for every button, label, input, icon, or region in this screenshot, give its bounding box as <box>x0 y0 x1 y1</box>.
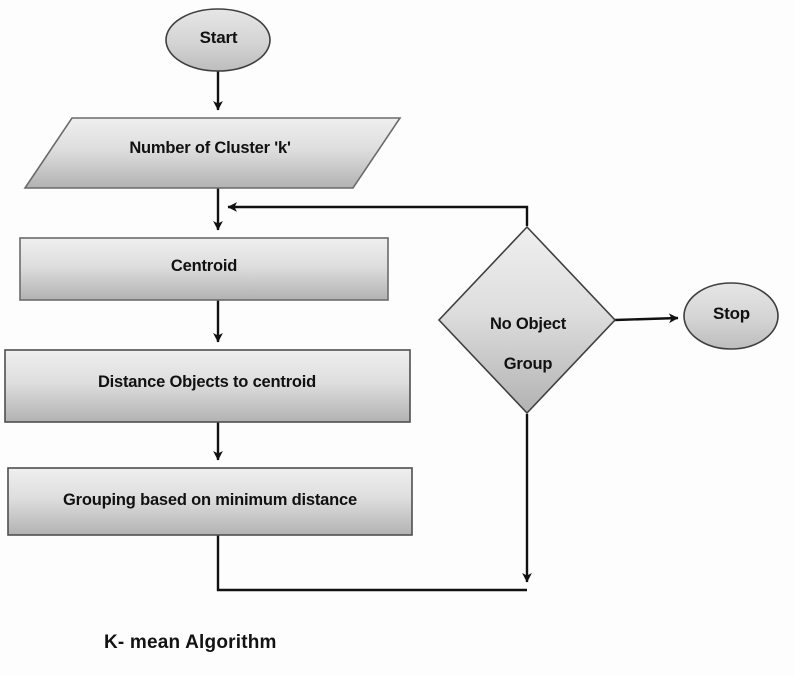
node-grouping[interactable] <box>7 467 413 536</box>
node-decision-no-object-group[interactable] <box>437 225 617 415</box>
diagram-caption: K- mean Algorithm <box>104 632 277 653</box>
node-start[interactable] <box>165 8 271 72</box>
node-stop[interactable] <box>683 282 779 350</box>
edge-grouping-to-decision <box>216 535 527 592</box>
edge-decision-to-stop <box>614 313 679 324</box>
node-input-number-of-cluster[interactable] <box>23 117 402 189</box>
node-distance-objects[interactable] <box>4 349 411 423</box>
edge-decision-to-centroid-loop <box>227 202 529 226</box>
node-centroid[interactable] <box>19 237 389 301</box>
